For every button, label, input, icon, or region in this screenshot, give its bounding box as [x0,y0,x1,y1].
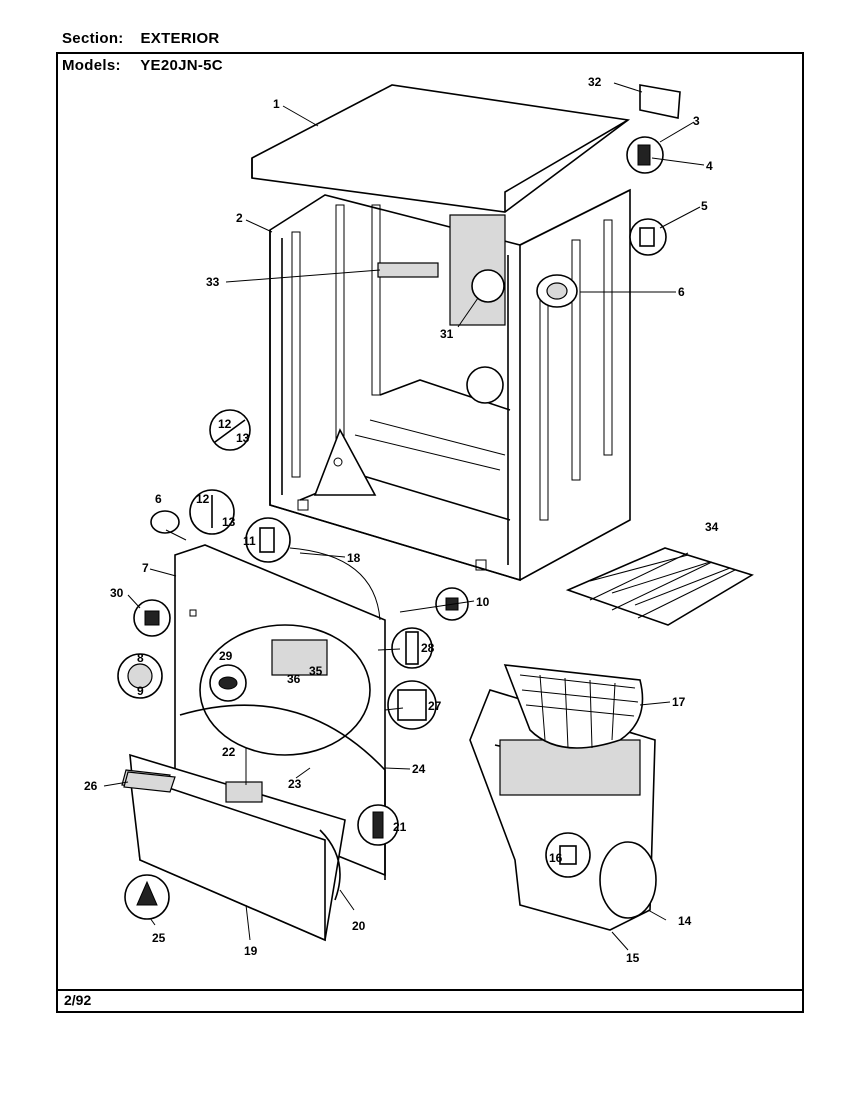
sensor-16-part [545,832,591,878]
callout-13-front: 13 [222,515,236,529]
drying-rack-part [565,547,754,626]
callout-28: 28 [421,641,435,655]
models-key: Models: [62,57,121,74]
callout-27: 27 [428,699,442,713]
foot-25-part [124,874,170,920]
vent-31-part [471,269,505,303]
leader-lines [103,82,705,951]
front-panel-part [174,544,386,877]
callout-29: 29 [219,649,233,663]
callout-9: 9 [137,684,144,698]
callout-16: 16 [549,851,563,865]
leveling-leg-12-13b-part [189,489,235,535]
models-line: Models: YE20JN-5C [62,57,223,74]
diagram-frame [56,52,804,1013]
hinge-27-part [387,680,437,730]
callout-1: 1 [273,97,280,111]
callout-33: 33 [206,275,220,289]
callout-30: 30 [110,586,124,600]
callout-7: 7 [142,561,149,575]
callout-19: 19 [244,944,258,958]
callout-3: 3 [693,114,700,128]
section-value: EXTERIOR [140,30,220,47]
knob-8-9-part [117,653,163,699]
callout-20: 20 [352,919,366,933]
bracket-11-part [245,517,291,563]
pulley-29-part [209,664,247,702]
callout-11: 11 [243,534,256,548]
callout-34: 34 [705,520,719,534]
callout-4: 4 [706,159,713,173]
callout-23: 23 [288,777,302,791]
strike-21-part [357,804,399,846]
hinge-bracket-32-part [639,84,681,119]
callout-36: 36 [287,672,301,686]
callout-2: 2 [236,211,243,225]
bracket-28-part [391,627,433,669]
callout-12-cabinet: 12 [218,417,232,431]
latch-5-part [629,218,667,256]
door-seal-part [179,704,386,880]
section-line: Section: EXTERIOR [62,30,220,47]
callout-32: 32 [588,75,602,89]
section-key: Section: [62,30,124,47]
callout-6: 6 [678,285,685,299]
switch-3-4-part [626,136,664,174]
callout-26: 26 [84,779,98,793]
callout-35: 35 [309,664,323,678]
callout-21: 21 [393,820,407,834]
callout-17: 17 [672,695,686,709]
callout-25: 25 [152,931,166,945]
switch-30-part [133,599,171,637]
callout-12-front: 12 [196,492,210,506]
callout-31: 31 [440,327,454,341]
models-value: YE20JN-5C [140,57,223,74]
duct-assembly-part [469,689,657,931]
top-panel-part [251,84,631,213]
revision-date: 2/92 [64,992,92,1008]
bearing-6-part [536,274,578,308]
callout-18: 18 [347,551,361,565]
callout-6-front: 6 [155,492,162,506]
callout-22: 22 [222,745,236,759]
callout-5: 5 [701,199,708,213]
callout-15: 15 [626,951,640,965]
callout-labels: 1 2 3 4 5 6 31 33 12 13 6 12 13 11 18 7 … [84,75,719,965]
footer-divider [56,989,804,991]
callout-14: 14 [678,914,692,928]
callout-8: 8 [137,651,144,665]
bracket-33-part [377,262,439,278]
lint-filter-part [503,664,644,749]
glide-6-part [150,510,180,534]
callout-24: 24 [412,762,426,776]
leveling-leg-12-13-part [209,409,251,451]
cabinet-part [269,188,631,582]
callout-10: 10 [476,595,490,609]
callout-13-cabinet: 13 [236,431,250,445]
